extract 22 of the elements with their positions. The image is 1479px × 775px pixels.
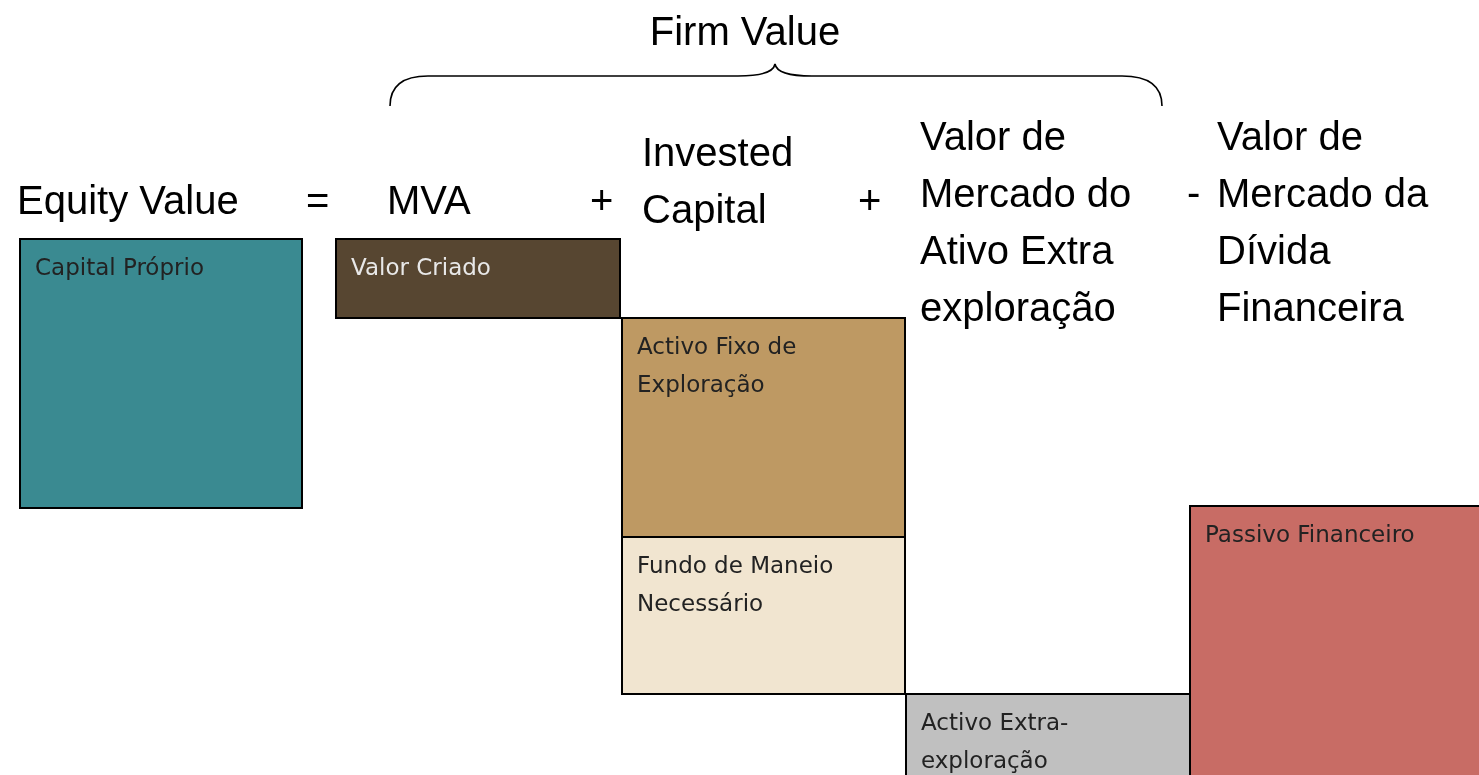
equals-sign: =: [306, 177, 331, 224]
diagram-title: Firm Value: [648, 8, 842, 54]
financial-debt-term: Valor de Mercado da Dívida Financeira: [1217, 113, 1430, 331]
block-label: Passivo Financeiro: [1205, 520, 1416, 549]
value-block: [335, 238, 621, 319]
value-block: [1189, 505, 1479, 775]
equity-value-term: Equity Value: [17, 177, 240, 224]
mva-term: MVA: [387, 177, 472, 224]
value-block: [19, 238, 303, 509]
block-label: Activo Extra-exploração: [921, 708, 1070, 775]
block-label: Activo Fixo de Exploração: [637, 332, 798, 399]
block-label: Valor Criado: [351, 253, 492, 282]
value-block: [621, 317, 906, 538]
plus-sign: +: [590, 177, 615, 224]
block-label: Capital Próprio: [35, 253, 205, 282]
non-operating-assets-term: Valor de Mercado do Ativo Extra exploração: [920, 113, 1133, 331]
value-block: [621, 536, 906, 695]
invested-capital-term: Invested Capital: [642, 129, 795, 233]
plus-sign: +: [858, 177, 883, 224]
block-label: Fundo de Maneio Necessário: [637, 551, 835, 618]
minus-sign: -: [1187, 169, 1202, 216]
value-block: [905, 693, 1191, 775]
